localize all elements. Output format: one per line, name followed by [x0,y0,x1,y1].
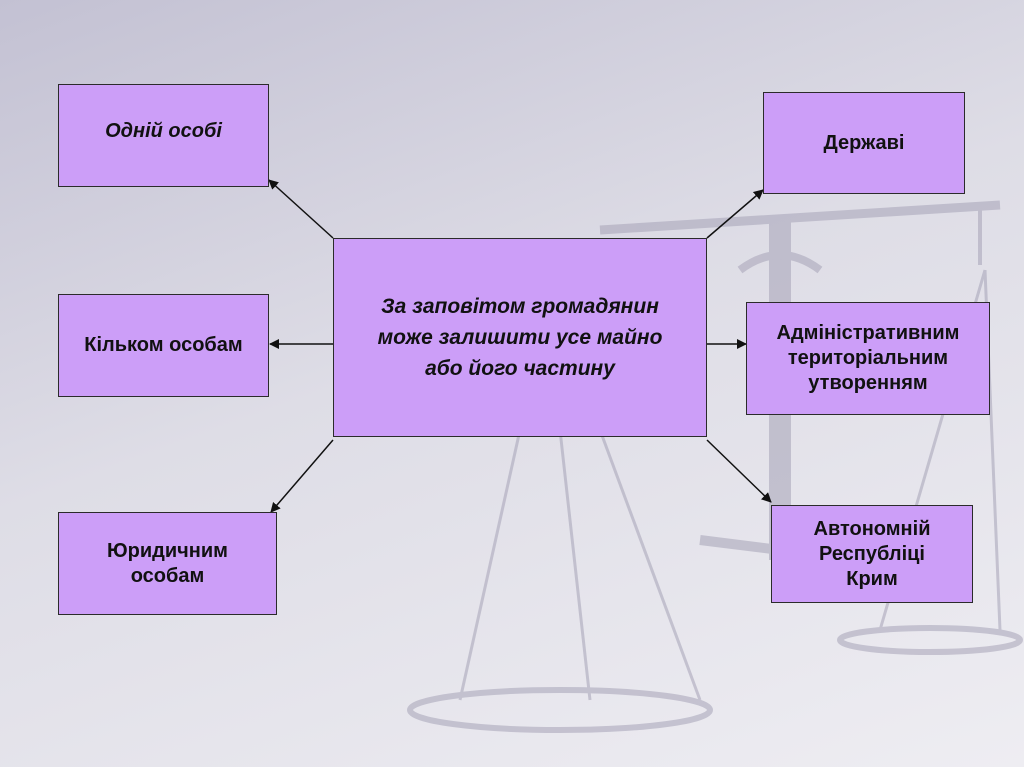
box-autonomous-republic-crimea: Автономній Республіці Крим [771,505,973,603]
box-administrative-unit-text: Адміністративним територіальним утворенн… [777,321,960,396]
box-several-persons-text: Кільком особам [84,333,242,358]
box-crimea-text: Автономній Республіці Крим [814,517,931,592]
box-several-persons: Кільком особам [58,294,269,397]
box-legal-entities: Юридичним особам [58,512,277,615]
box-legal-entities-text: Юридичним особам [107,539,228,589]
box-one-person: Одній особі [58,84,269,187]
center-box-text: За заповітом громадянин може залишити ус… [378,291,663,384]
box-administrative-unit: Адміністративним територіальним утворенн… [746,302,990,415]
box-one-person-text: Одній особі [105,119,222,144]
center-box-testament: За заповітом громадянин може залишити ус… [333,238,707,437]
box-state: Державі [763,92,965,194]
box-state-text: Державі [824,131,905,156]
